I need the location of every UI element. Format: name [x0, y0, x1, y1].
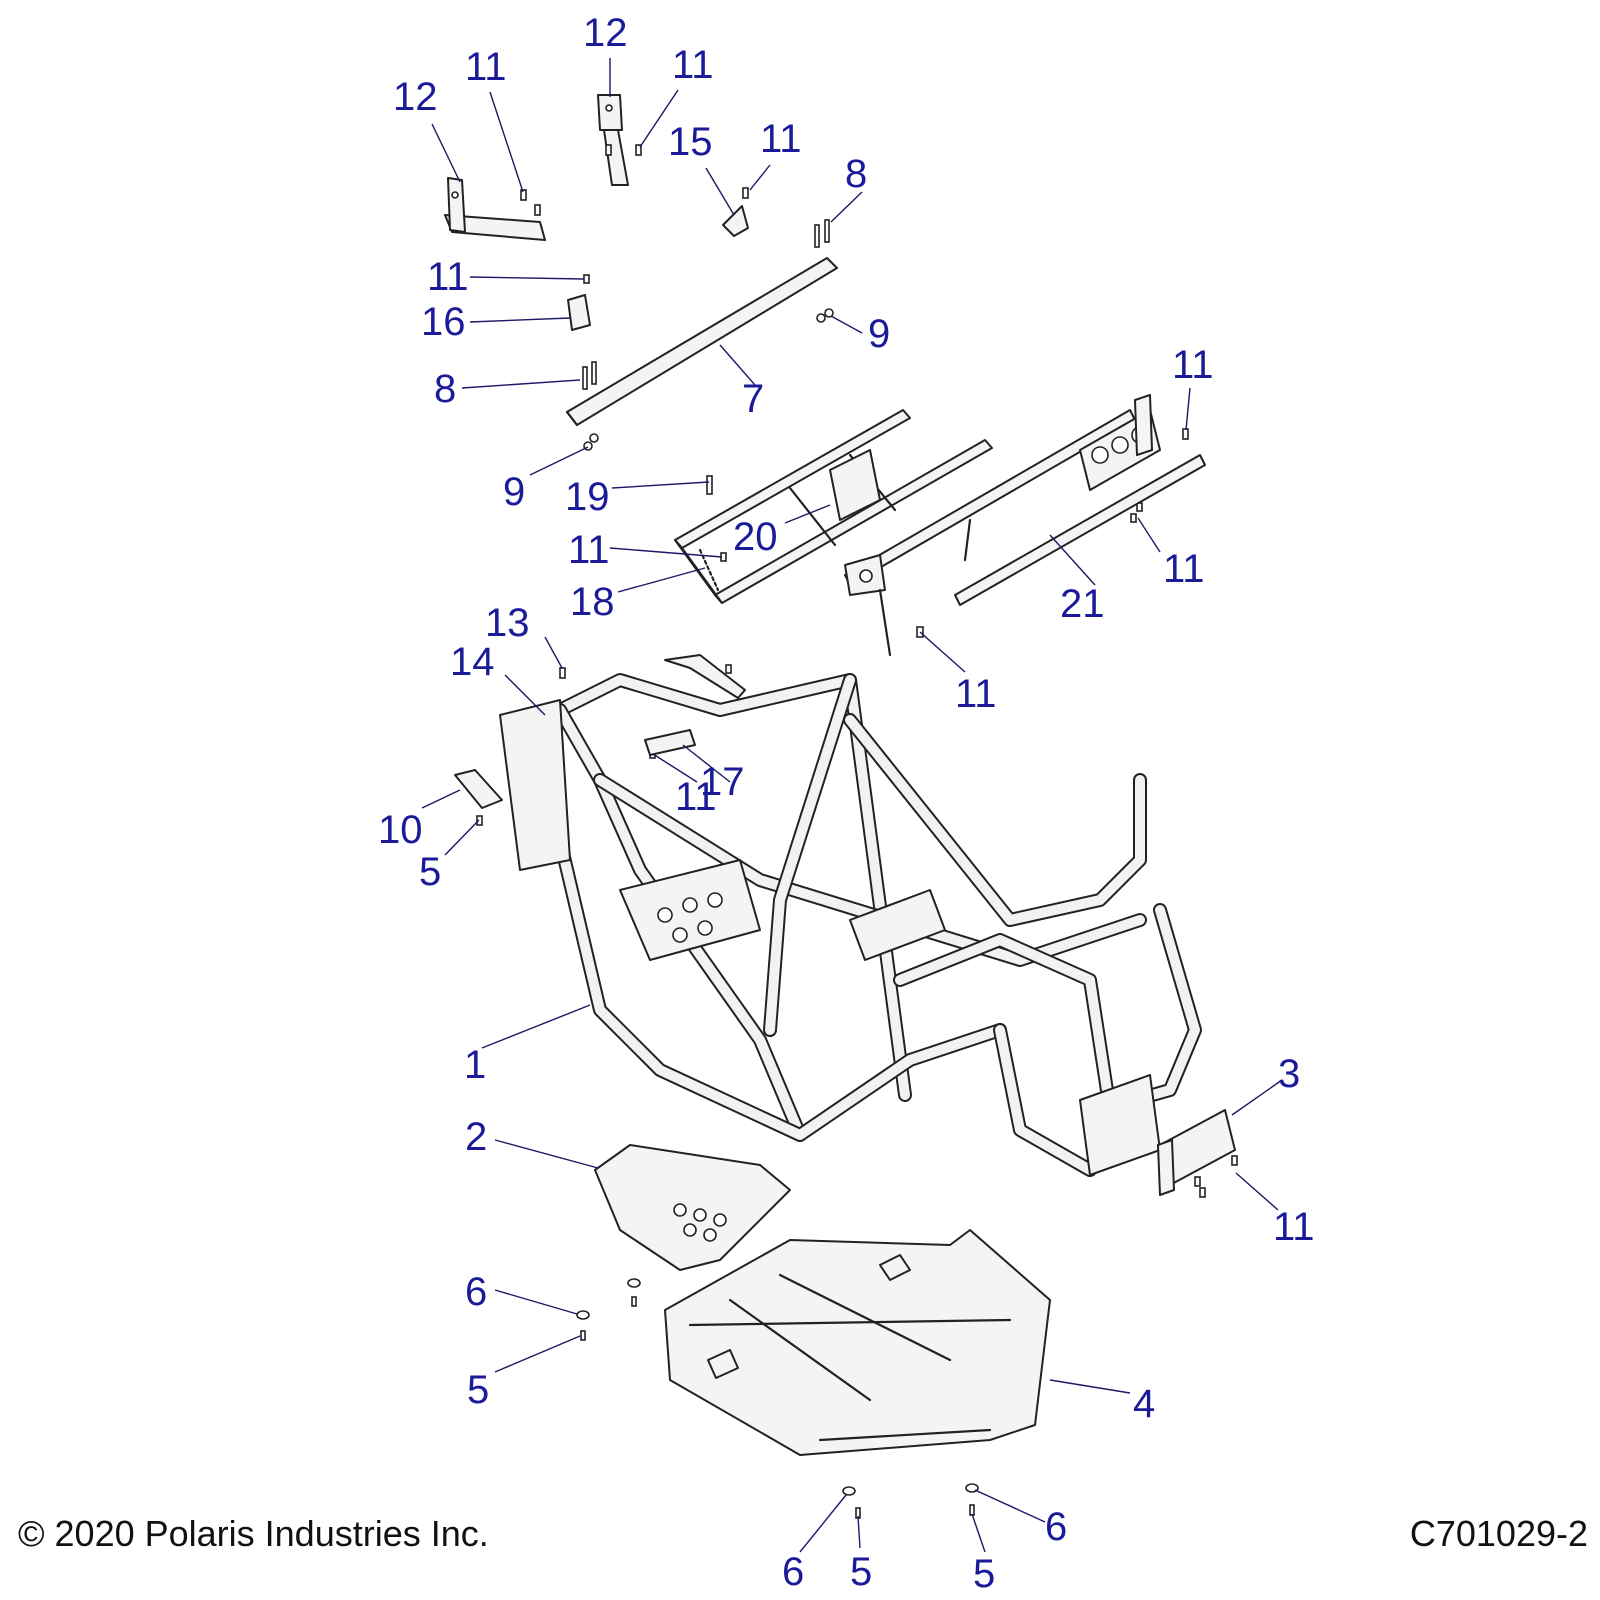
callout-label: 11: [1273, 1205, 1315, 1249]
callout-label: 17: [700, 760, 745, 804]
part-21-rear-subframe: [844, 394, 1206, 657]
part-17-bracket: [644, 729, 696, 756]
callout-label: 5: [973, 1552, 995, 1596]
callout-label: 6: [782, 1550, 804, 1594]
callout-label: 12: [393, 75, 438, 119]
callout-label: 13: [485, 601, 530, 645]
callout-label: 11: [568, 528, 610, 572]
upper-link-bracket: [664, 654, 746, 699]
callout-labels: 12 11 12 11 15 11 8 11 16 9 8 7 11 9 19 …: [378, 11, 1315, 1596]
callout-label: 6: [1045, 1505, 1067, 1549]
part-4-floor-skid: [664, 1229, 1051, 1456]
callout-label: 5: [467, 1368, 489, 1412]
callout-label: 16: [421, 300, 466, 344]
copyright-notice: © 2020 Polaris Industries Inc.: [18, 1513, 489, 1554]
callout-label: 11: [760, 117, 802, 161]
part-7-cross-tube: [565, 257, 838, 427]
callout-label: 1: [464, 1043, 486, 1087]
part-2-skid-plate: [594, 1144, 791, 1271]
fasteners: [476, 144, 1238, 1519]
callout-label: 3: [1278, 1052, 1300, 1096]
callout-label: 7: [742, 377, 764, 421]
callout-label: 11: [675, 775, 717, 819]
part-18-front-subframe: [674, 409, 993, 604]
callout-label: 18: [570, 580, 615, 624]
callout-label: 11: [1163, 547, 1205, 591]
callout-label: 19: [565, 475, 610, 519]
callout-label: 15: [668, 120, 713, 164]
callout-label: 2: [465, 1115, 487, 1159]
callout-label: 12: [583, 11, 628, 55]
part-15-bracket: [722, 205, 749, 237]
part-12-left-bracket: [444, 177, 546, 241]
leader-lines: [421, 58, 1283, 1553]
callout-label: 9: [868, 312, 890, 356]
callout-label: 9: [503, 470, 525, 514]
callout-label: 11: [1172, 343, 1214, 387]
callout-label: 14: [450, 640, 495, 684]
callout-label: 20: [733, 515, 778, 559]
figure-id: C701029-2: [1409, 1513, 1588, 1554]
callout-label: 11: [672, 43, 714, 87]
part-3-bracket: [1157, 1109, 1236, 1196]
part-10-bracket: [454, 769, 503, 809]
part-16-bracket: [567, 294, 591, 331]
callout-label: 5: [419, 850, 441, 894]
callout-label: 8: [434, 367, 456, 411]
callout-label: 11: [955, 672, 997, 716]
callout-label: 10: [378, 808, 423, 852]
callout-label: 6: [465, 1270, 487, 1314]
callout-label: 8: [845, 152, 867, 196]
part-1-main-frame: [499, 673, 1202, 1177]
callout-label: 5: [850, 1550, 872, 1594]
part-12-top-bracket: [597, 94, 629, 186]
callout-label: 4: [1133, 1382, 1155, 1426]
callout-label: 11: [465, 45, 507, 89]
callout-label: 11: [427, 255, 469, 299]
callout-label: 21: [1060, 582, 1105, 626]
